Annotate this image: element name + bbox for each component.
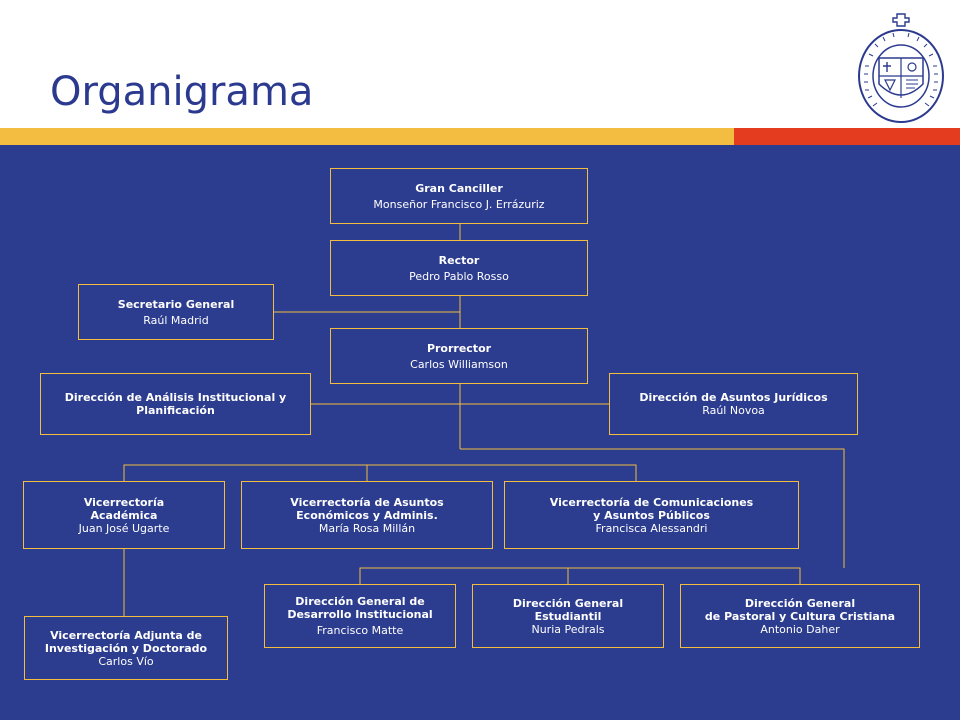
box-title: Gran Canciller [415,181,503,195]
university-seal-logo [858,13,944,123]
box-title: Vicerrectoría de Comunicaciones y Asunto… [549,495,754,522]
box-direccion-pastoral: Dirección General de Pastoral y Cultura … [680,584,920,648]
box-direccion-estudiantil: Dirección General Estudiantil Nuria Pedr… [472,584,664,648]
box-title: Prorrector [426,341,492,355]
box-vicerrectoria-comunicaciones: Vicerrectoría de Comunicaciones y Asunto… [504,481,799,549]
box-title: Vicerrectoría Adjunta de Investigación y… [44,628,208,655]
box-title: Dirección General Estudiantil [512,596,624,623]
box-title: Vicerrectoría de Asuntos Económicos y Ad… [290,495,444,522]
box-person: Juan José Ugarte [78,521,170,535]
box-title: Dirección de Análisis Institucional y Pl… [64,391,287,417]
box-vicerrectoria-adjunta: Vicerrectoría Adjunta de Investigación y… [24,616,228,680]
box-secretario-general: Secretario General Raúl Madrid [78,284,274,340]
box-title: Secretario General [117,297,235,311]
accent-band-red [734,128,960,145]
box-title: Dirección de Asuntos Jurídicos [639,391,828,404]
page-title: Organigrama [50,69,314,115]
box-gran-canciller: Gran Canciller Monseñor Francisco J. Err… [330,168,588,224]
box-person: Carlos Vío [98,654,154,668]
box-title: Dirección General de Desarrollo Instituc… [287,595,433,621]
box-person: Francisco Matte [316,624,404,637]
box-person: Nuria Pedrals [531,622,605,636]
box-person: Raúl Madrid [143,313,209,327]
box-prorrector: Prorrector Carlos Williamson [330,328,588,384]
box-person: María Rosa Millán [318,521,416,535]
box-vicerrectoria-academica: Vicerrectoría Académica Juan José Ugarte [23,481,225,549]
box-title: Vicerrectoría Académica [83,495,165,522]
box-person: Carlos Williamson [410,357,508,371]
box-title: Rector [438,253,480,267]
box-person: Francisca Alessandri [595,521,708,535]
box-direccion-analisis: Dirección de Análisis Institucional y Pl… [40,373,311,435]
accent-band-yellow [0,128,734,145]
box-direccion-juridicos: Dirección de Asuntos Jurídicos Raúl Novo… [609,373,858,435]
box-vicerrectoria-economicos: Vicerrectoría de Asuntos Económicos y Ad… [241,481,493,549]
box-rector: Rector Pedro Pablo Rosso [330,240,588,296]
box-person: Monseñor Francisco J. Errázuriz [373,197,545,211]
box-person: Pedro Pablo Rosso [409,269,509,283]
box-person: Antonio Daher [760,622,840,636]
box-person: Raúl Novoa [702,404,765,417]
box-direccion-desarrollo: Dirección General de Desarrollo Instituc… [264,584,456,648]
box-title: Dirección General de Pastoral y Cultura … [704,596,896,623]
